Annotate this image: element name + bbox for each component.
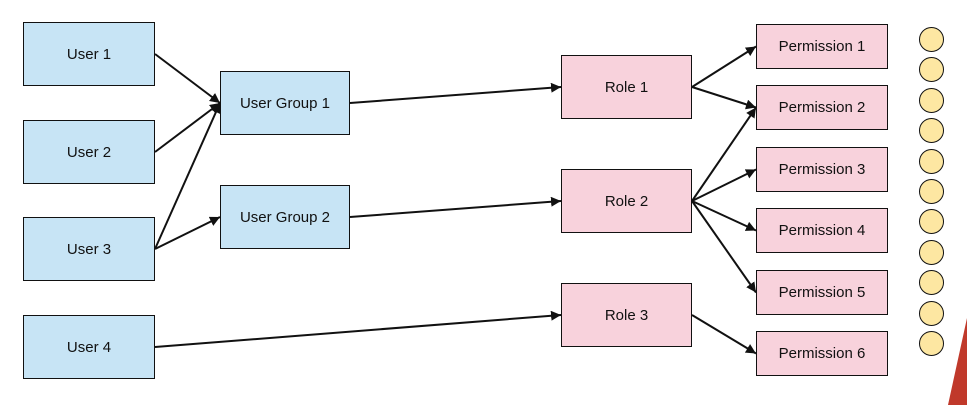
user-node-label: User 4 [66, 338, 112, 356]
arrow-r3-to-p6 [691, 314, 757, 355]
permission-node-5[interactable]: Permission 5 [756, 270, 888, 315]
circle-marker [919, 179, 944, 204]
arrow-r1-to-p2 [691, 86, 757, 110]
user-node-2[interactable]: User 2 [23, 120, 155, 184]
arrow-u1-to-g1 [154, 53, 221, 104]
permission-node-1[interactable]: Permission 1 [756, 24, 888, 69]
role-node-label: Role 1 [604, 78, 649, 96]
circle-marker [919, 118, 944, 144]
arrow-u3-to-g2 [154, 216, 221, 250]
permission-node-3[interactable]: Permission 3 [756, 147, 888, 192]
arrow-r2-to-p2 [691, 106, 757, 202]
role-node-label: Role 3 [604, 306, 649, 324]
role-node-2[interactable]: Role 2 [561, 169, 692, 233]
circle-marker [919, 148, 944, 174]
circle-marker [919, 239, 944, 265]
group-node-2[interactable]: User Group 2 [220, 185, 350, 249]
permission-node-label: Permission 2 [778, 99, 866, 116]
user-node-3[interactable]: User 3 [23, 217, 155, 281]
arrow-g1-to-r1 [349, 82, 562, 104]
user-node-1[interactable]: User 1 [23, 22, 155, 86]
role-node-1[interactable]: Role 1 [561, 55, 692, 119]
arrow-r1-to-p1 [691, 45, 757, 88]
user-node-label: User 2 [66, 143, 112, 161]
permission-node-label: Permission 6 [778, 345, 866, 362]
arrow-g2-to-r2 [349, 196, 562, 218]
user-node-4[interactable]: User 4 [23, 315, 155, 379]
role-node-3[interactable]: Role 3 [561, 283, 692, 347]
circle-marker [919, 270, 944, 296]
edge-layer [154, 45, 757, 355]
permission-node-4[interactable]: Permission 4 [756, 208, 888, 253]
permission-node-label: Permission 3 [778, 161, 866, 178]
circle-marker [919, 331, 944, 356]
arrow-r2-to-p5 [691, 200, 757, 294]
red-triangle-shape [948, 318, 967, 405]
group-node-1[interactable]: User Group 1 [220, 71, 350, 135]
arrow-u4-to-r3 [154, 310, 562, 348]
permission-node-6[interactable]: Permission 6 [756, 331, 888, 376]
circle-marker [919, 209, 944, 235]
user-node-label: User 1 [66, 45, 112, 63]
permission-node-label: Permission 4 [778, 222, 866, 239]
circle-marker [919, 27, 944, 52]
permission-node-label: Permission 5 [778, 284, 866, 301]
arrow-r2-to-p3 [691, 168, 757, 202]
arrow-u2-to-g1 [154, 102, 221, 153]
circle-marker [919, 87, 944, 113]
arrow-r2-to-p4 [691, 200, 757, 232]
permission-node-label: Permission 1 [778, 38, 866, 55]
circle-marker [919, 300, 944, 326]
arrow-u3-to-g1 [154, 102, 221, 250]
circle-marker [919, 57, 944, 83]
role-node-label: Role 2 [604, 192, 649, 210]
group-node-label: User Group 1 [239, 94, 331, 112]
group-node-label: User Group 2 [239, 208, 331, 226]
permission-node-2[interactable]: Permission 2 [756, 85, 888, 130]
user-node-label: User 3 [66, 240, 112, 258]
